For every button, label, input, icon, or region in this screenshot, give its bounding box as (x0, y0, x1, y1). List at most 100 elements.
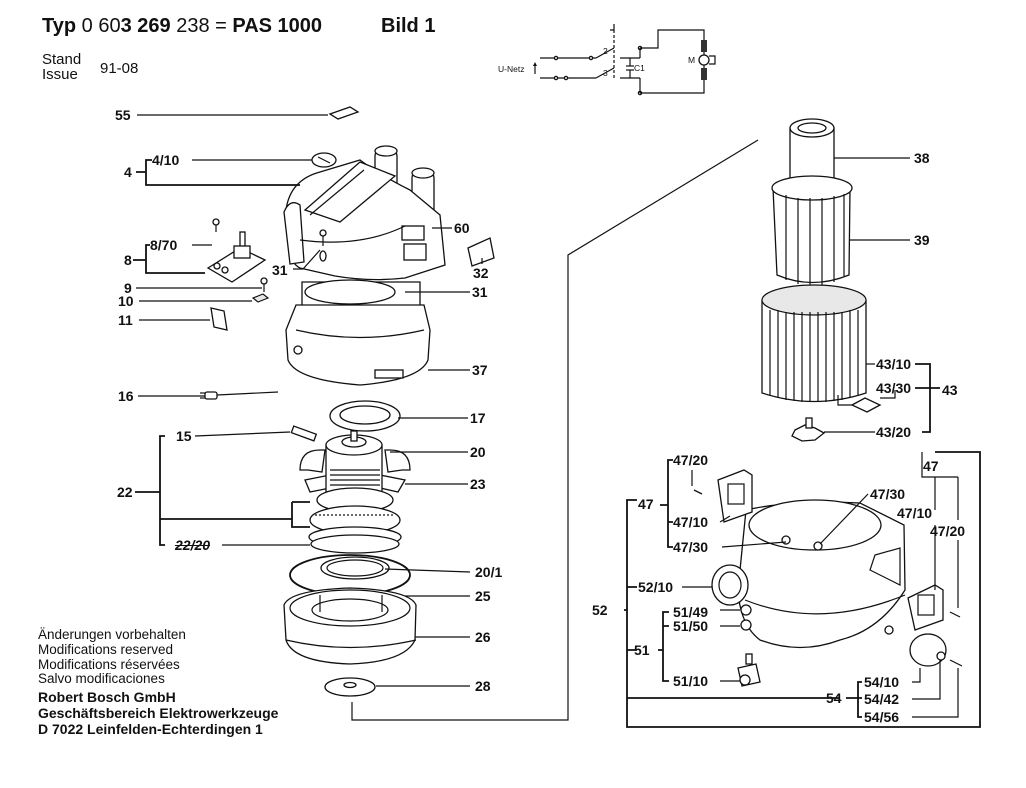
callout-11: 11 (118, 312, 133, 328)
callout-23: 23 (470, 476, 486, 492)
callout-16: 16 (118, 388, 134, 404)
company-division: Geschäftsbereich Elektrowerkzeuge (38, 705, 279, 721)
stand-issue-labels: Stand Issue (42, 52, 81, 82)
part-17-ring (329, 400, 401, 432)
notice-es: Salvo modificaciones (38, 671, 165, 686)
part-39-filter-cage (771, 175, 853, 286)
part-47-20-right-screw (949, 611, 961, 618)
callout-43-30: 43/30 (876, 380, 912, 396)
callout-39: 39 (914, 232, 930, 248)
callout-9: 9 (124, 280, 132, 296)
switch-pin-2: 2 (603, 46, 608, 56)
part-number-a: 0 60 (81, 15, 121, 37)
callout-37: 37 (472, 362, 488, 378)
callout-38: 38 (914, 150, 930, 166)
part-31-screw-upper (319, 229, 327, 262)
part-10-clip (251, 293, 270, 303)
callout-8: 8 (124, 252, 132, 268)
right-callout-leaders (624, 157, 981, 728)
model-name: PAS 1000 (232, 15, 323, 37)
part-51-fittings (740, 604, 752, 631)
callout-10: 10 (118, 293, 134, 309)
part-47-left-latch (693, 469, 753, 523)
motor-label: M (688, 55, 695, 65)
part-32-label (467, 237, 495, 267)
callout-28: 28 (475, 678, 491, 694)
callout-47-10-left: 47/10 (673, 514, 709, 530)
part-43-10-filter-cartridge (761, 284, 867, 403)
issue-value: 91-08 (100, 60, 139, 77)
part-38-tube (789, 118, 835, 184)
part-52-container (737, 499, 906, 649)
callout-25: 25 (475, 588, 491, 604)
callout-4-10: 4/10 (152, 152, 180, 168)
callout-54-10: 54/10 (864, 674, 900, 690)
notice-en: Modifications reserved (38, 642, 174, 657)
part-37-housing (285, 279, 431, 386)
callout-51-49: 51/49 (673, 604, 709, 620)
callout-4: 4 (124, 164, 132, 180)
callout-22-20: 22/20 (175, 537, 211, 553)
callout-55: 55 (115, 107, 131, 123)
callout-31-lower: 31 (472, 284, 488, 300)
callout-47-10-right: 47/10 (897, 505, 933, 521)
part-26-base (283, 587, 417, 665)
callout-60: 60 (454, 220, 470, 236)
assembly-connector-line (351, 139, 759, 721)
part-55-label (328, 106, 360, 120)
company-name: Robert Bosch GmbH (38, 689, 176, 705)
callout-51: 51 (634, 642, 650, 658)
part-16-power-cord (200, 391, 279, 400)
callout-32: 32 (473, 265, 489, 281)
callout-20: 20 (470, 444, 486, 460)
callout-51-10: 51/10 (673, 673, 709, 689)
callout-31-upper: 31 (272, 262, 288, 278)
callout-54: 54 (826, 690, 842, 706)
stand-label: Stand (42, 51, 82, 68)
part-28-plate (324, 677, 376, 697)
figure-label: Bild 1 (381, 15, 436, 37)
part-number-c: 238 = (170, 15, 233, 37)
company-address: D 7022 Leinfelden-Echterdingen 1 (38, 721, 263, 737)
callout-54-42: 54/42 (864, 691, 900, 707)
document-title: Typ 0 603 269 238 = PAS 1000 (42, 15, 322, 38)
callout-43-20: 43/20 (876, 424, 912, 440)
callout-20-1: 20/1 (475, 564, 503, 580)
part-8-switch (206, 218, 267, 283)
callout-47-30-right: 47/30 (870, 486, 906, 502)
callout-26: 26 (475, 629, 491, 645)
callout-43: 43 (942, 382, 958, 398)
left-callout-leaders (133, 114, 483, 687)
callout-22: 22 (117, 484, 133, 500)
part-47-right-latch (907, 584, 944, 631)
wiring-diagram: U-Netz 2 3 C1 M (498, 24, 716, 96)
callout-47-20-right: 47/20 (930, 523, 966, 539)
part-43-20-nut (791, 417, 826, 442)
part-4-top-housing (283, 145, 446, 281)
callout-52: 52 (592, 602, 608, 618)
part-15-carbon-brush (290, 425, 318, 442)
switch-pin-3: 3 (603, 68, 608, 78)
part-9-screw (260, 277, 268, 292)
callout-51-50: 51/50 (673, 618, 709, 634)
callout-17: 17 (470, 410, 486, 426)
notice-fr: Modifications réservées (38, 657, 180, 672)
capacitor-label: C1 (634, 63, 645, 73)
part-54-wheel (884, 625, 963, 667)
part-43-30-label (850, 397, 882, 413)
part-20-1-ring (320, 556, 390, 580)
part-4-10-knob (311, 152, 337, 168)
part-number-b: 3 269 (120, 15, 171, 37)
type-prefix: Typ (42, 15, 77, 37)
callout-43-10: 43/10 (876, 356, 912, 372)
callout-47-30-left: 47/30 (673, 539, 709, 555)
part-22-motor (299, 430, 411, 554)
part-51-10-caster (737, 653, 761, 687)
callout-47-right: 47 (923, 458, 939, 474)
part-11-label (210, 307, 228, 331)
callout-8-70: 8/70 (150, 237, 178, 253)
callout-47-20-left: 47/20 (673, 452, 709, 468)
notice-de: Änderungen vorbehalten (38, 627, 186, 642)
issue-label: Issue (42, 66, 78, 83)
